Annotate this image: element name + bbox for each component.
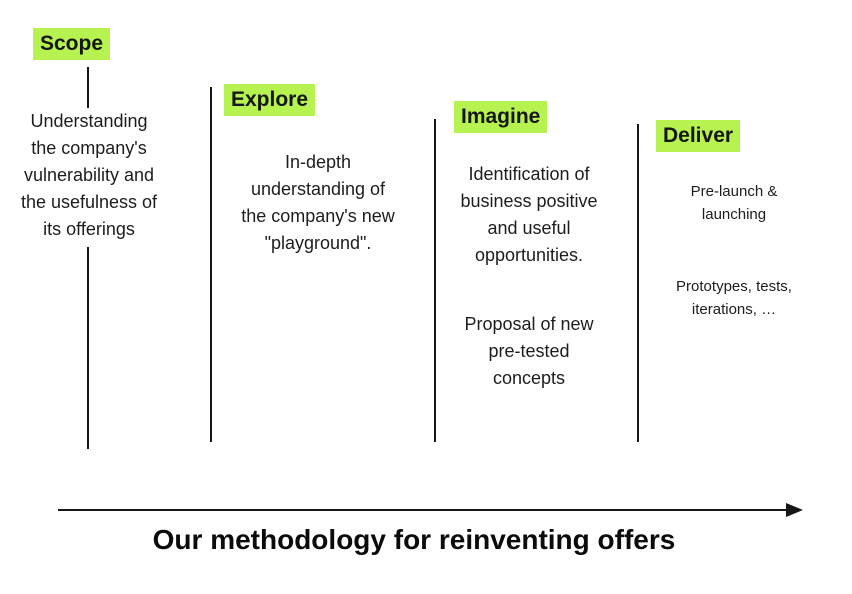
scope-connector-line <box>87 67 89 108</box>
scope-divider-line <box>87 247 89 449</box>
timeline-arrow-line <box>58 509 790 511</box>
deliver-description-2: Prototypes, tests, iterations, … <box>676 278 792 318</box>
explore-description: In-depth understanding of the company's … <box>241 152 395 253</box>
explore-divider-line <box>210 87 212 442</box>
diagram-title: Our methodology for reinventing offers <box>152 524 676 555</box>
stage-label-imagine: Imagine <box>454 101 548 133</box>
imagine-description-1: Identification of business positive and … <box>460 164 598 265</box>
imagine-divider-line <box>434 119 436 442</box>
deliver-divider-line <box>637 124 639 442</box>
stage-label-scope: Scope <box>33 28 111 60</box>
imagine-description-2: Proposal of new pre-tested concepts <box>464 314 594 388</box>
arrow-right-icon <box>786 503 803 517</box>
scope-description: Understanding the company's vulnerabilit… <box>20 111 158 239</box>
stage-label-explore: Explore <box>224 84 316 116</box>
deliver-description-1: Pre-launch & launching <box>690 183 778 223</box>
stage-label-deliver: Deliver <box>656 120 741 152</box>
